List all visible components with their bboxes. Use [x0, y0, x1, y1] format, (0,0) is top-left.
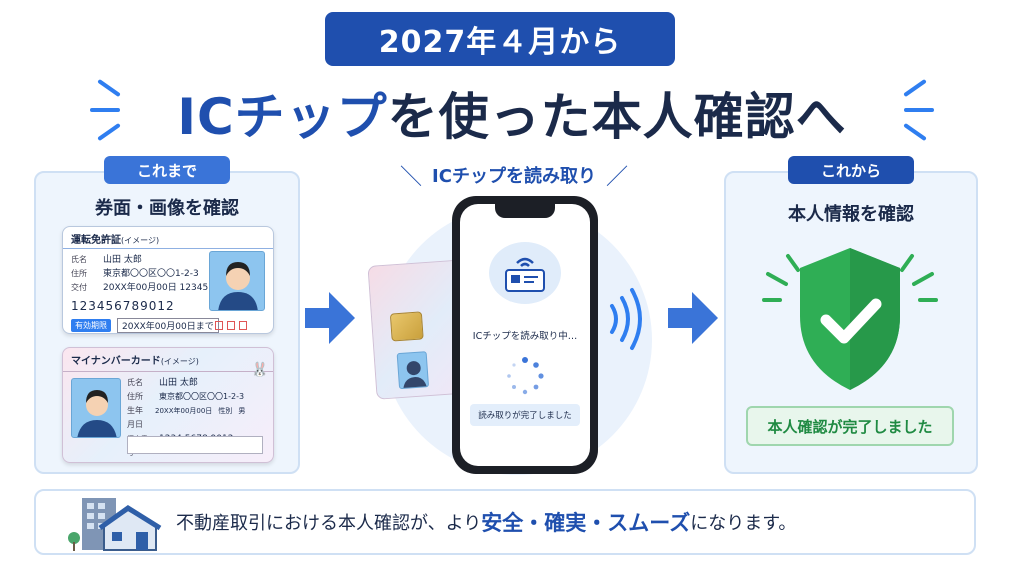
read-complete-badge: 読み取りが完了しました: [470, 404, 580, 426]
license-validity-key: 有効期限: [71, 319, 111, 332]
license-validity: 20XX年00月00日まで: [117, 318, 219, 333]
after-tag: これから: [788, 156, 914, 184]
summary-bar: [34, 489, 976, 555]
license-name: 山田 太郎: [103, 255, 142, 265]
spark-icon: [97, 78, 121, 98]
arrow-right-icon: [305, 292, 355, 348]
summary-text: 不動産取引における本人確認が、より安全・確実・スムーズになります。: [176, 505, 966, 539]
license-photo: [209, 251, 265, 311]
before-heading: 券面・画像を確認: [95, 198, 239, 219]
spark-icon: [904, 108, 934, 112]
building-house-icon: [66, 496, 166, 556]
phone-notch: [495, 204, 555, 218]
mynumber-address: 東京都〇〇区〇〇1-2-3: [159, 392, 245, 401]
center-heading: ＼ ICチップを読み取り ／: [400, 165, 628, 190]
license-number: 123456789012: [71, 299, 175, 313]
spark-icon: [903, 122, 927, 142]
mynumber-photo: [71, 378, 121, 438]
ic-card-photo: [396, 351, 430, 390]
spark-icon: [903, 78, 927, 98]
license-issued: 20XX年00月00日 12345: [103, 283, 209, 293]
spark-icon: [97, 122, 121, 142]
title-rest: を使った本人確認へ: [387, 88, 847, 146]
date-badge: 2027年４月から: [325, 12, 675, 66]
mynumber-card: マイナンバーカード(イメージ) 🐰 氏名山田 太郎 住所東京都〇〇区〇〇1-2-…: [62, 347, 274, 463]
phone-screen: ICチップを読み取り中… 読み取りが完了しました: [460, 204, 590, 466]
shield-check-icon: [760, 238, 940, 402]
card-reader-icon: [489, 242, 561, 304]
title-highlight: ICチップ: [177, 88, 388, 146]
arrow-right-icon: [668, 292, 718, 348]
mynumber-sex: 男: [238, 407, 246, 415]
license-address: 東京都〇〇区〇〇1-2-3: [103, 269, 199, 279]
summary-highlight: 安全・確実・スムーズ: [481, 511, 691, 535]
mynumber-birth: 20XX年00月00日: [155, 407, 213, 415]
spark-icon: [90, 108, 120, 112]
reading-status: ICチップを読み取り中…: [472, 331, 578, 342]
before-tag: これまで: [104, 156, 230, 184]
license-stamp-boxes: [215, 321, 265, 331]
ic-chip-icon: [389, 311, 424, 342]
license-card-title: 運転免許証(イメージ): [63, 227, 273, 249]
mynumber-blank-field: [127, 436, 263, 454]
page-title: ICチップを使った本人確認へ: [150, 78, 874, 148]
loading-spinner-icon: [505, 356, 545, 400]
after-heading: 本人情報を確認: [788, 204, 914, 225]
verify-complete-badge: 本人確認が完了しました: [746, 406, 954, 446]
rabbit-icon: 🐰: [251, 362, 269, 378]
mynumber-title: マイナンバーカード(イメージ): [63, 348, 273, 372]
nfc-waves-icon: [606, 286, 646, 356]
ic-card: [367, 258, 489, 400]
mynumber-name: 山田 太郎: [159, 378, 198, 388]
